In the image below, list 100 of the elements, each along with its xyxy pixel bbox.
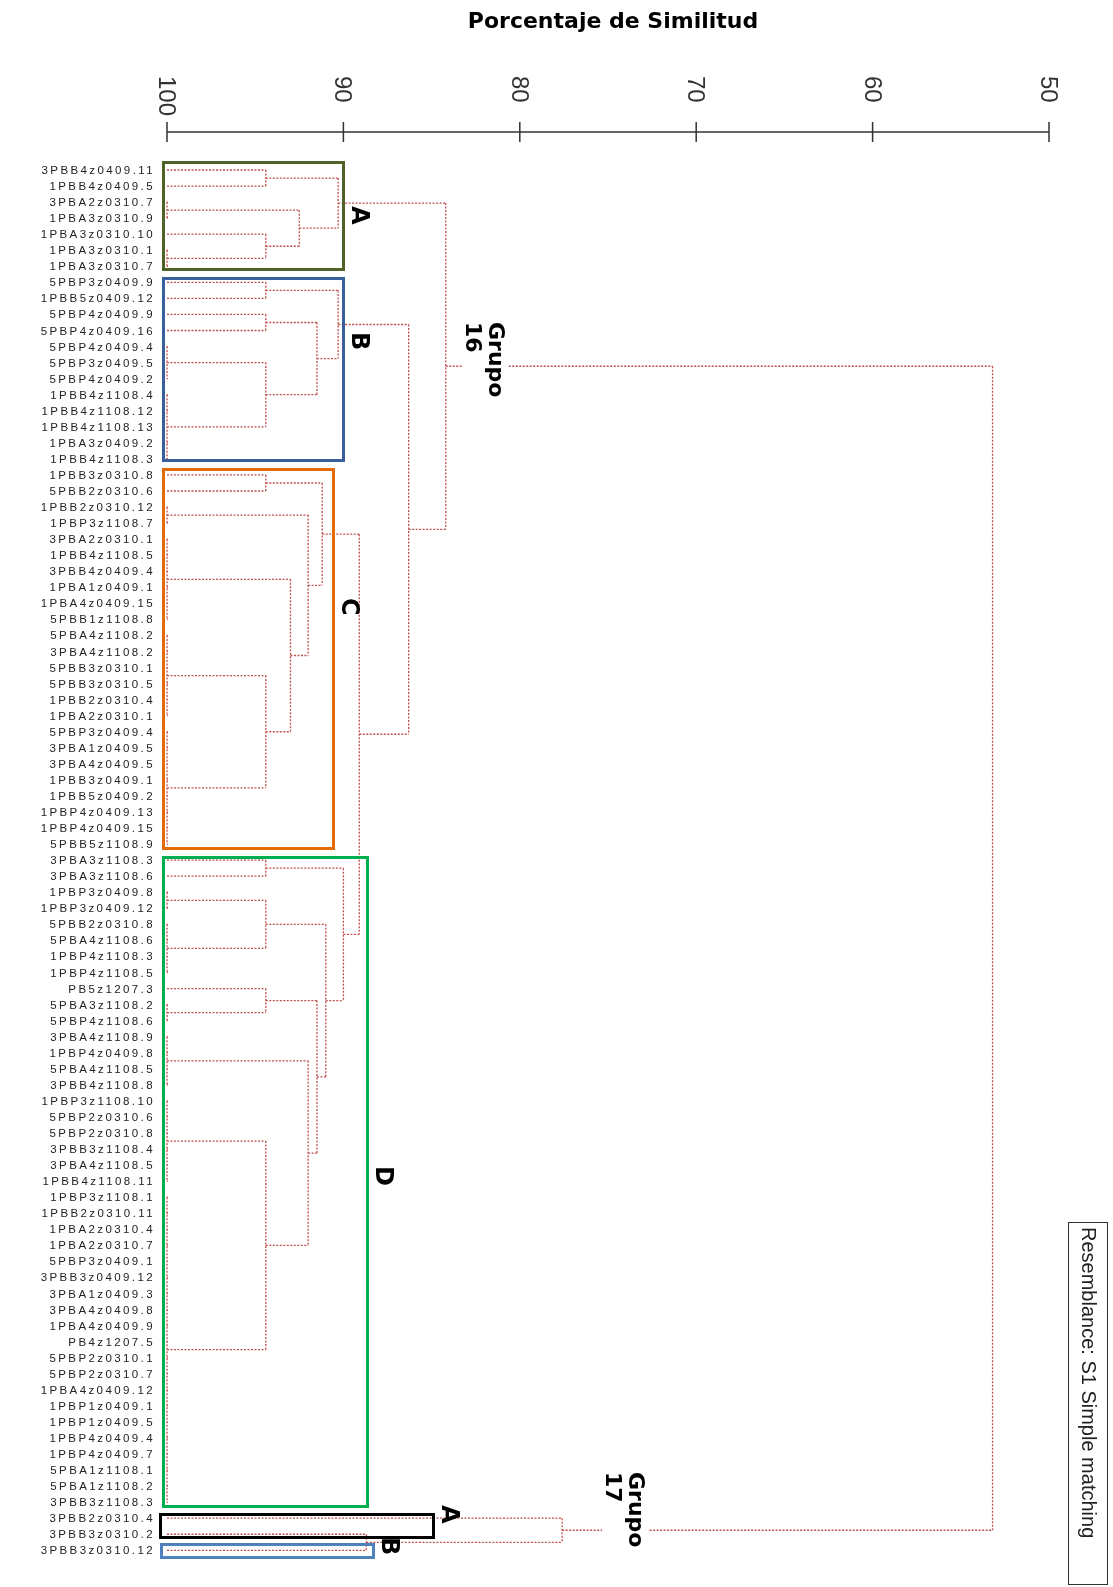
sample-label: 1PBB4z1108.11	[42, 1174, 155, 1190]
sample-label: 1PBB5z0409.12	[40, 291, 155, 307]
sample-label: 1PBB3z0409.1	[49, 772, 155, 788]
sample-label: 5PBP4z0409.9	[49, 307, 155, 323]
sample-label: 1PBP4z0409.15	[40, 821, 155, 837]
sample-label: 3PBB2z0310.4	[49, 1511, 155, 1527]
sample-label: 1PBB2z0310.12	[40, 500, 155, 516]
sample-label: 3PBA3z1108.3	[50, 853, 155, 869]
sample-label: 1PBA2z0310.7	[49, 1238, 155, 1254]
cluster-letter: D	[372, 1166, 396, 1186]
sample-label: 1PBB4z0409.5	[49, 179, 155, 195]
sample-label: 3PBA1z0409.3	[49, 1286, 155, 1302]
sample-label: 5PBA1z1108.1	[50, 1463, 155, 1479]
sample-label: 1PBP3z0409.8	[49, 885, 155, 901]
sample-label: 5PBP4z0409.4	[49, 339, 155, 355]
sample-label: 3PBB4z1108.8	[50, 1077, 155, 1093]
sample-label: 5PBB1z1108.8	[50, 612, 155, 628]
axis-tick-label: 50	[1037, 76, 1061, 103]
sample-label: 1PBB2z0310.4	[49, 692, 155, 708]
sample-label: 3PBB3z1108.4	[50, 1142, 155, 1158]
cluster-letter: B	[348, 332, 372, 351]
sample-label: 5PBP4z0409.16	[40, 323, 155, 339]
sample-label: 5PBP2z0310.6	[49, 1109, 155, 1125]
sample-label: 5PBA3z1108.2	[50, 997, 155, 1013]
sample-label: 1PBP3z0409.12	[40, 901, 155, 917]
sample-label: 1PBP4z0409.8	[49, 1045, 155, 1061]
sample-label: 5PBB5z1108.9	[50, 837, 155, 853]
sample-label: 1PBA3z0310.10	[40, 227, 155, 243]
axis-tick-label: 80	[507, 76, 532, 103]
sample-label: 1PBB5z0409.2	[49, 788, 155, 804]
note-text: Resemblance: S1 Simple matching	[1076, 1227, 1100, 1541]
sample-label: 1PBP4z0409.7	[49, 1447, 155, 1462]
cluster-letter: A	[438, 1505, 462, 1524]
sample-label: 5PBB3z0310.5	[49, 676, 155, 692]
sample-label: 5PBP2z0310.8	[49, 1126, 155, 1141]
sample-label: PB4z1207.5	[68, 1334, 155, 1350]
sample-label: PB5z1207.3	[68, 981, 155, 997]
axis-tick-label: 100	[155, 76, 179, 117]
sample-label: 3PBB4z0409.11	[41, 163, 155, 178]
sample-label: 5PBA4z1108.5	[50, 1061, 155, 1077]
sample-label: 1PBP3z1108.7	[50, 516, 155, 532]
cluster-letter: C	[338, 598, 362, 616]
sample-label: 5PBB2z0310.6	[49, 484, 155, 499]
sample-label: 5PBP3z0409.1	[49, 1254, 155, 1270]
cluster-letter: B	[378, 1537, 402, 1556]
sample-label: 3PBB4z0409.4	[49, 564, 155, 580]
sample-label: 1PBP4z0409.4	[49, 1430, 155, 1446]
sample-label: 1PBP4z1108.3	[50, 949, 155, 965]
sample-label: 1PBB4z1108.4	[50, 387, 155, 403]
sample-label: 5PBP3z0409.9	[49, 275, 155, 291]
sample-label: 1PBA3z0310.1	[49, 243, 155, 259]
sample-label: 1PBA2z0310.4	[49, 1222, 155, 1238]
sample-label: 1PBA4z0409.15	[40, 596, 155, 612]
sample-label: 1PBB4z1108.5	[50, 548, 155, 564]
sample-label: 1PBA2z0310.1	[49, 708, 155, 724]
sample-label: 3PBB3z1108.3	[50, 1495, 155, 1511]
sample-label: 1PBA4z0409.12	[40, 1382, 155, 1398]
axis-tick-label: 90	[331, 76, 356, 103]
sample-label: 5PBP4z0409.2	[49, 371, 155, 387]
sample-label: 1PBB4z1108.3	[50, 451, 155, 467]
sample-label: 1PBA3z0310.7	[49, 259, 155, 275]
sample-label: 1PBB4z1108.12	[41, 403, 155, 419]
sample-label: 3PBA4z1108.2	[50, 644, 155, 660]
sample-label: 3PBB3z0310.2	[49, 1527, 155, 1543]
sample-label: 3PBA2z0310.7	[49, 195, 155, 211]
cluster-letter: A	[348, 206, 372, 225]
sample-label: 3PBA1z0409.5	[49, 740, 155, 756]
chart-title: Porcentaje de Similitud	[467, 8, 759, 33]
sample-label: 1PBP1z0409.5	[49, 1414, 155, 1430]
sample-label: 1PBB4z1108.13	[41, 419, 155, 435]
axis-tick-label: 60	[860, 76, 885, 103]
sample-label: 5PBP4z1108.6	[50, 1013, 155, 1029]
sample-label: 1PBP1z0409.1	[49, 1398, 155, 1414]
sample-label: 3PBA4z1108.9	[50, 1029, 155, 1045]
group-label: Grupo 17	[602, 1472, 649, 1550]
sample-label: 3PBA4z0409.8	[49, 1302, 155, 1318]
sample-label: 1PBA3z0409.2	[49, 435, 155, 451]
group-label: Grupo 16	[462, 322, 509, 400]
sample-label: 5PBP3z0409.5	[49, 355, 155, 371]
sample-label: 5PBA4z1108.2	[50, 628, 155, 644]
sample-label: 3PBA4z1108.5	[50, 1158, 155, 1174]
sample-label: 5PBA1z1108.2	[50, 1479, 155, 1495]
sample-label: 5PBA4z1108.6	[50, 933, 155, 949]
sample-label: 3PBA3z1108.6	[50, 869, 155, 885]
sample-label: 1PBP4z0409.13	[40, 805, 155, 820]
sample-label: 5PBP3z0409.4	[49, 724, 155, 740]
sample-label: 1PBA4z0409.9	[49, 1318, 155, 1334]
sample-label: 1PBP4z1108.5	[50, 965, 155, 981]
sample-label: 5PBP2z0310.1	[49, 1350, 155, 1366]
sample-label: 3PBA2z0310.1	[49, 532, 155, 548]
sample-label: 3PBB3z0310.12	[40, 1543, 155, 1559]
axis-tick-label: 70	[684, 76, 709, 103]
note-box	[1068, 1222, 1108, 1585]
sample-label: 1PBP3z1108.1	[50, 1190, 155, 1206]
sample-label: 3PBA4z0409.5	[49, 756, 155, 772]
sample-label: 1PBB2z0310.11	[41, 1206, 155, 1222]
sample-label: 5PBP2z0310.7	[49, 1366, 155, 1382]
sample-label: 1PBA3z0310.9	[49, 211, 155, 227]
sample-label: 1PBB3z0310.8	[49, 467, 155, 483]
sample-label: 1PBP3z1108.10	[41, 1093, 155, 1109]
